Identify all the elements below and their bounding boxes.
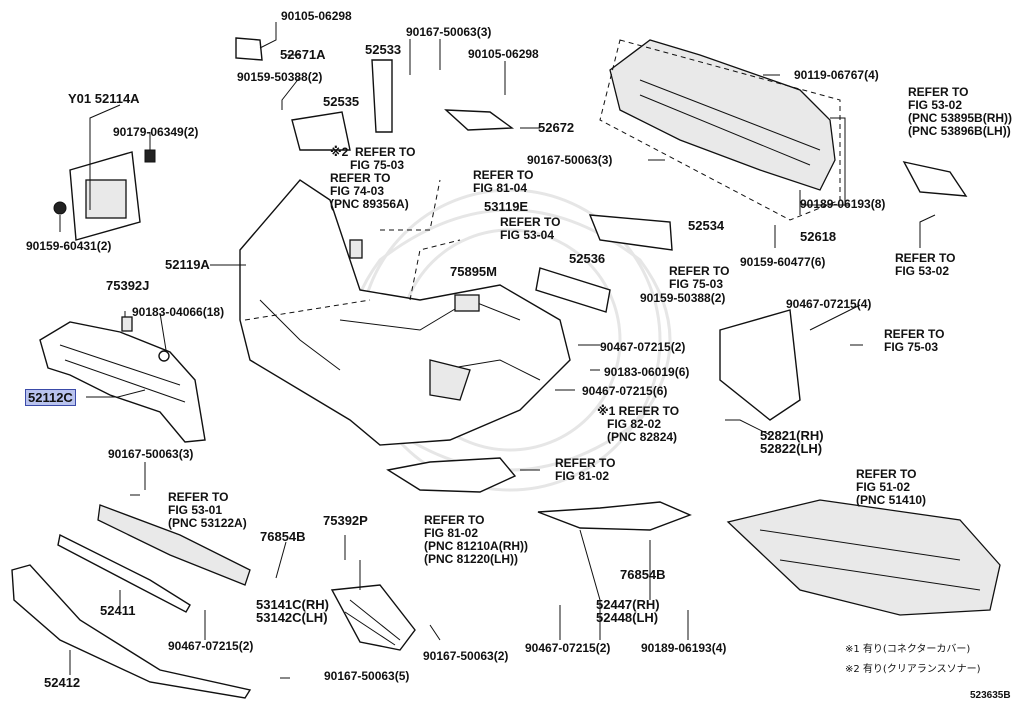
label-52618: 52618	[800, 229, 837, 244]
label-52536: 52536	[569, 251, 606, 266]
label-90467-07215-2-c: 90467-07215(2)	[525, 641, 611, 655]
label-90105-06298-b: 90105-06298	[468, 47, 539, 61]
label-refer-fig-53-02-b: REFER TO FIG 53-02	[895, 251, 956, 278]
label-refer-fig-53-01: REFER TO FIG 53-01 (PNC 53122A)	[168, 490, 247, 530]
label-52671A: 52671A	[280, 47, 326, 62]
retainer-clips	[121, 316, 170, 362]
figure-code: 523635B	[970, 690, 1011, 701]
label-52447-52448: 52447(RH) 52448(LH)	[596, 597, 660, 625]
label-90467-07215-2-b: 90467-07215(2)	[168, 639, 254, 653]
label-90467-07215-4: 90467-07215(4)	[786, 297, 872, 311]
label-90183-06019-6: 90183-06019(6)	[604, 365, 690, 379]
label-refer-fig-75-03-b: REFER TO FIG 75-03	[669, 264, 730, 291]
label-52119A: 52119A	[165, 257, 210, 272]
label-refer-fig-75-03-a: ※2 REFER TO FIG 75-03	[330, 145, 416, 172]
label-90179-06349-2: 90179-06349(2)	[113, 125, 199, 139]
label-refer-fig-51-02: REFER TO FIG 51-02 (PNC 51410)	[856, 467, 927, 507]
label-90167-50063-2: 90167-50063(2)	[423, 649, 509, 663]
label-90183-04066-18: 90183-04066(18)	[132, 305, 225, 319]
label-90189-06193-8: 90189-06193(8)	[800, 197, 886, 211]
label-76854B-a: 76854B	[260, 529, 306, 544]
label-refer-fig-53-02-top: REFER TO FIG 53-02 (PNC 53895B(RH)) (PNC…	[908, 85, 1013, 138]
label-refer-fig-82-02: ※1 REFER TO FIG 82-02 (PNC 82824)	[597, 404, 680, 444]
bumper-absorber	[39, 321, 206, 443]
label-90189-06193-4: 90189-06193(4)	[641, 641, 727, 655]
label-90467-07215-6: 90467-07215(6)	[582, 384, 668, 398]
label-90159-50388-2-b: 90159-50388(2)	[640, 291, 726, 305]
label-refer-fig-81-04: REFER TO FIG 81-04	[473, 168, 534, 195]
label-75895M: 75895M	[450, 264, 497, 279]
label-75392P: 75392P	[323, 513, 368, 528]
label-90167-50063-3-b: 90167-50063(3)	[527, 153, 613, 167]
label-52412: 52412	[44, 675, 81, 690]
lamp-assembly	[386, 457, 517, 493]
label-52672: 52672	[538, 120, 575, 135]
lower-grille	[11, 504, 252, 699]
label-refer-fig-74-03: REFER TO FIG 74-03 (PNC 89356A)	[330, 171, 409, 211]
label-52112C[interactable]: 52112C	[25, 389, 76, 406]
brackets	[235, 37, 968, 421]
label-52411: 52411	[100, 603, 136, 618]
label-refer-fig-81-02-b: REFER TO FIG 81-02 (PNC 81210A(RH)) (PNC…	[424, 513, 529, 566]
label-90167-50063-5: 90167-50063(5)	[324, 669, 410, 683]
upper-reinforcement	[599, 39, 841, 221]
fog-lamp-cover	[330, 584, 416, 651]
label-90105-06298-a: 90105-06298	[281, 9, 352, 23]
label-53141C-53142C: 53141C(RH) 53142C(LH)	[256, 597, 329, 625]
label-90159-50388-2-a: 90159-50388(2)	[237, 70, 323, 84]
footnote-1: ※1 有り(コネクターカバー)	[845, 644, 971, 655]
label-90159-60431-2: 90159-60431(2)	[26, 239, 112, 253]
leader-lines	[59, 22, 936, 679]
label-refer-fig-81-02-a: REFER TO FIG 81-02	[555, 456, 616, 483]
label-53119E: 53119E	[484, 199, 529, 214]
label-52534: 52534	[688, 218, 725, 233]
label-refer-fig-53-04: REFER TO FIG 53-04	[500, 215, 561, 242]
label-90119-06767-4: 90119-06767(4)	[794, 68, 879, 82]
side-molding	[537, 501, 692, 531]
footnote-2: ※2 有り(クリアランスソナー)	[845, 664, 981, 675]
label-76854B-b: 76854B	[620, 567, 666, 582]
label-90167-50063-3-a: 90167-50063(3)	[406, 25, 492, 39]
label-75392J: 75392J	[106, 278, 150, 293]
label-52533: 52533	[365, 42, 402, 57]
label-52821-52822: 52821(RH) 52822(LH)	[760, 428, 824, 456]
label-90159-60477-6: 90159-60477(6)	[740, 255, 826, 269]
label-90167-50063-3-c: 90167-50063(3)	[108, 447, 194, 461]
label-Y01-52114A: Y01 52114A	[68, 91, 140, 106]
engine-under-cover	[726, 499, 1001, 616]
label-90467-07215-2-a: 90467-07215(2)	[600, 340, 686, 354]
bumper-cover	[239, 179, 571, 446]
label-refer-fig-75-03-c: REFER TO FIG 75-03	[884, 327, 945, 354]
label-52535: 52535	[323, 94, 360, 109]
license-plate-bracket	[53, 149, 156, 241]
